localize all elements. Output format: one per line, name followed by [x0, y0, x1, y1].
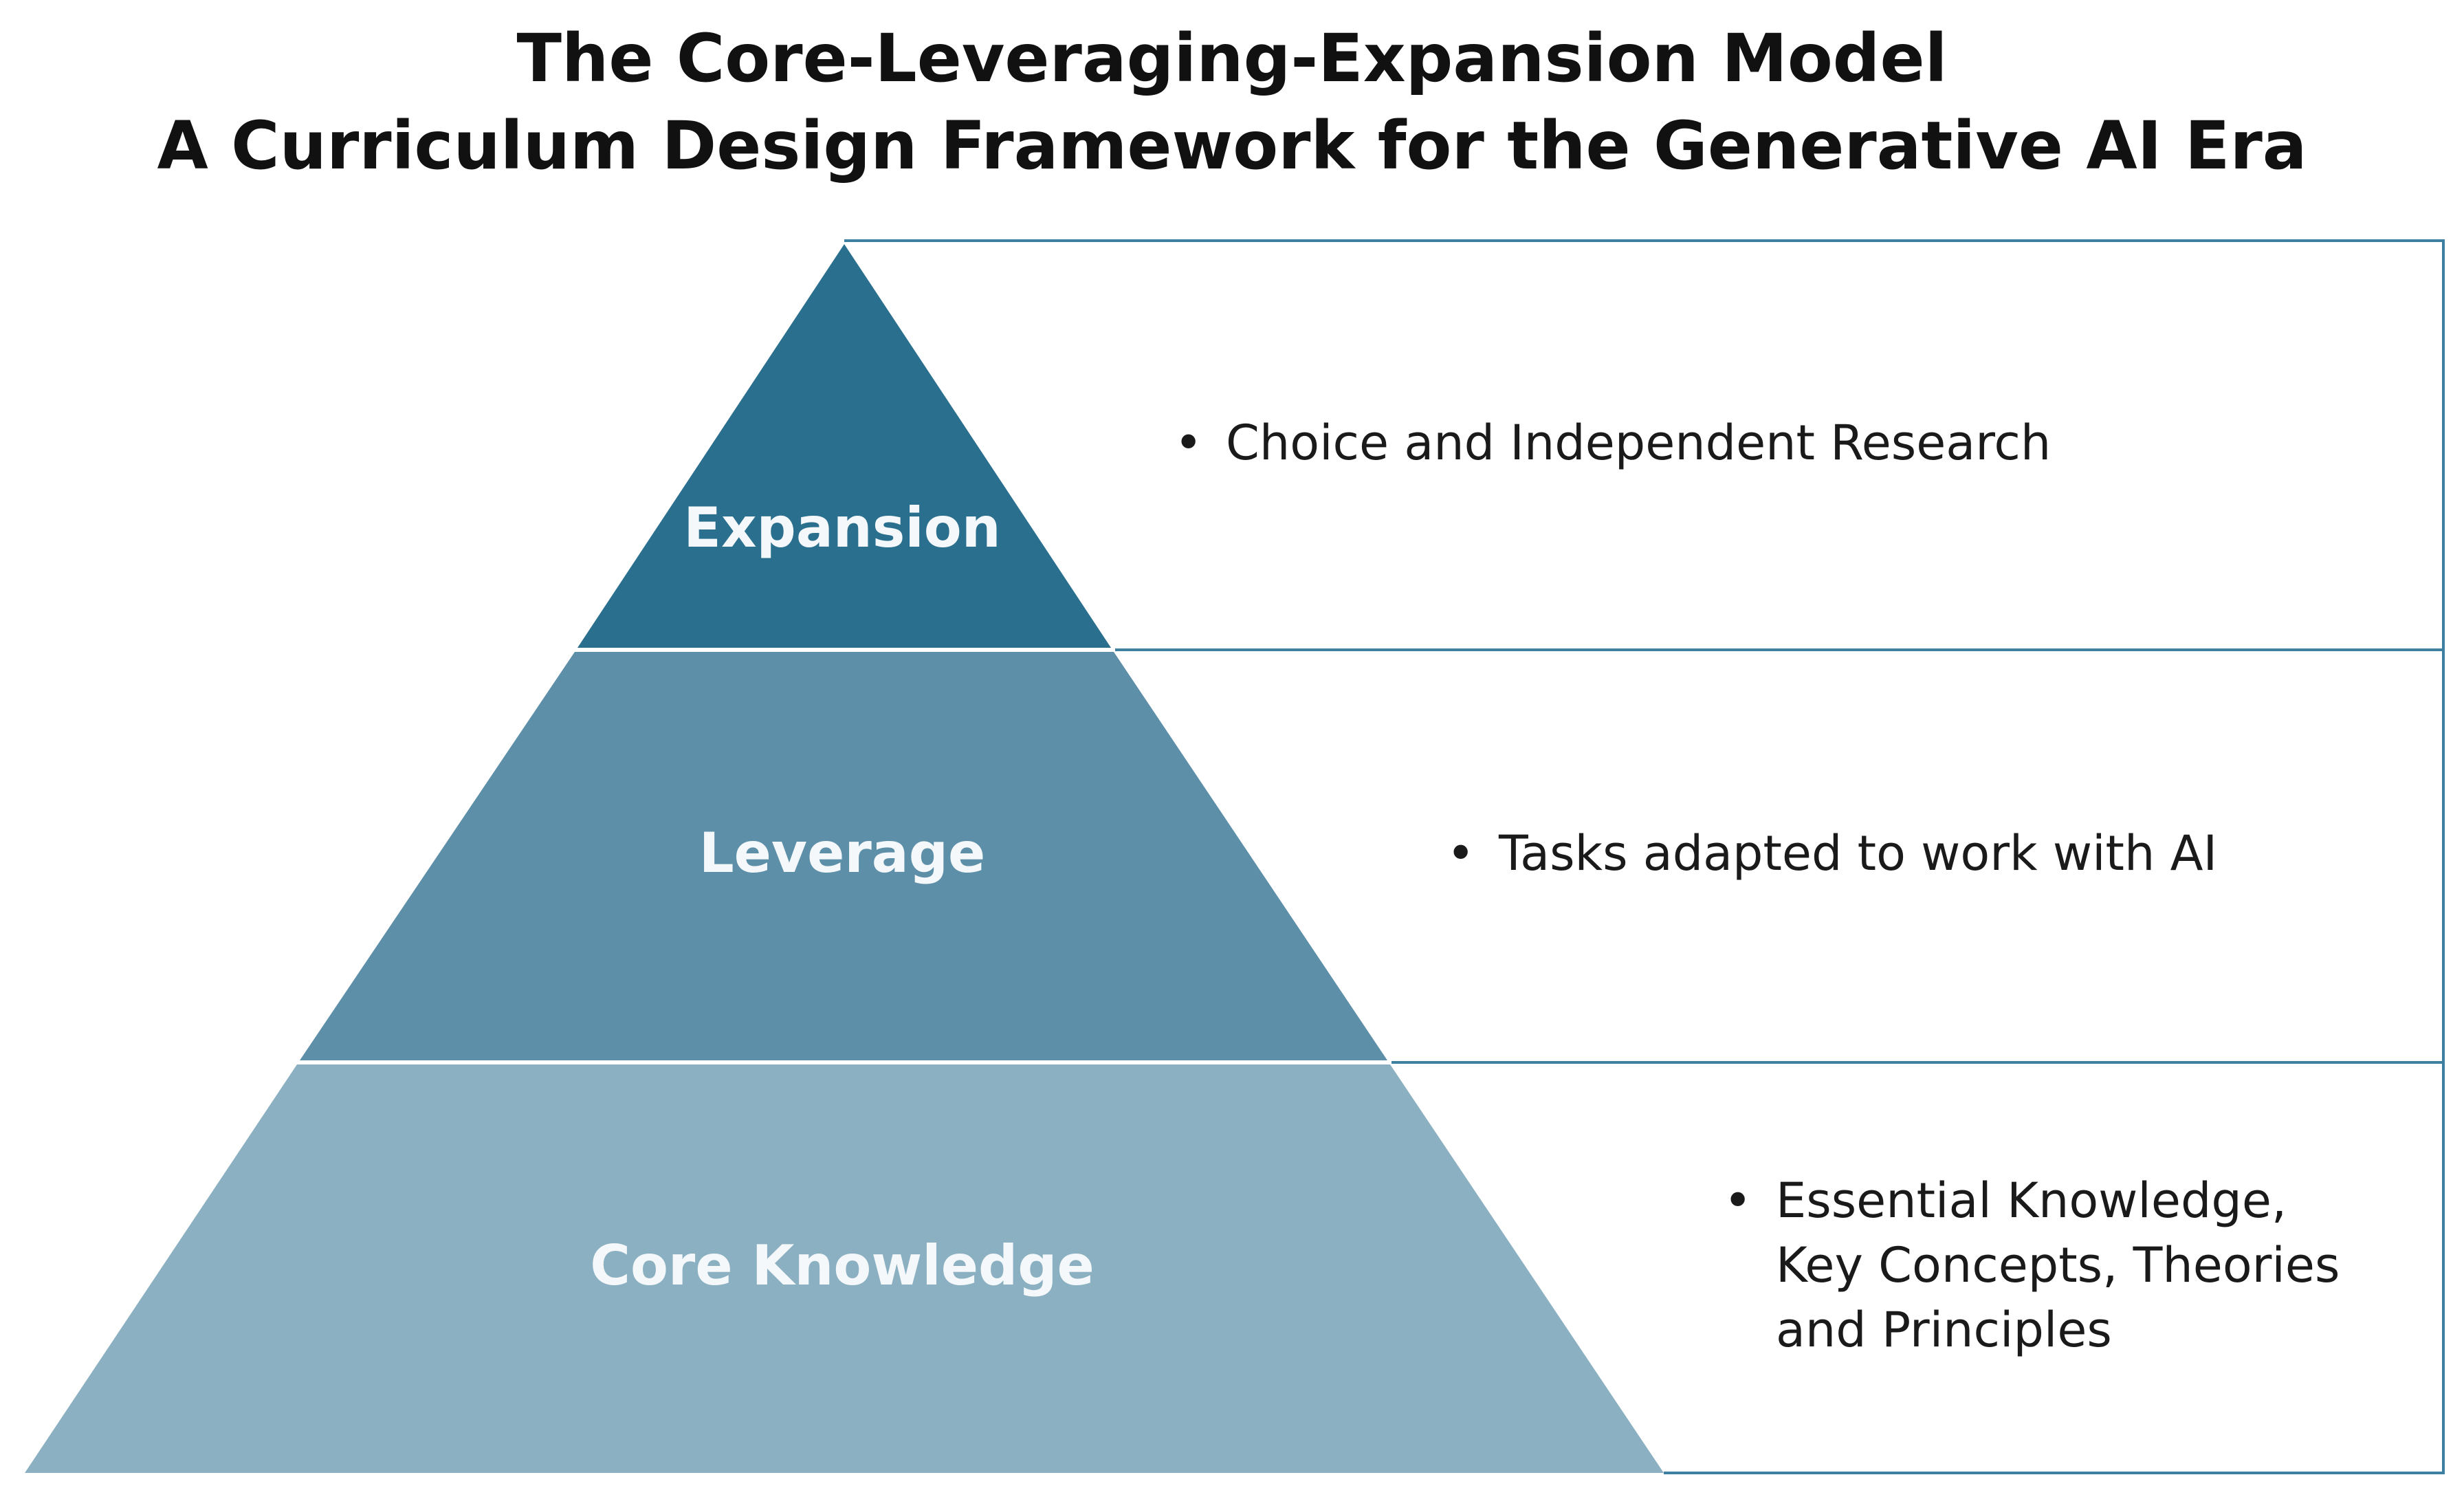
- expansion-tier: [576, 244, 1112, 650]
- title-line-1: The Core-Leveraging-Expansion Model: [516, 20, 1947, 97]
- expansion-bullet: •: [1174, 415, 1202, 471]
- leverage-description-line-1: Tasks adapted to work with AI: [1498, 825, 2217, 882]
- leverage-label: Leverage: [699, 821, 986, 885]
- core-knowledge-bullet: •: [1724, 1172, 1752, 1229]
- leverage-description: • Tasks adapted to work with AI: [1446, 825, 2217, 882]
- expansion-description-line-1: Choice and Independent Research: [1226, 415, 2051, 471]
- tier-labels: Expansion Leverage Core Knowledge: [590, 496, 1094, 1298]
- description-boxes: [844, 239, 2445, 1474]
- core-knowledge-tier: [25, 1062, 1664, 1473]
- diagram-title: The Core-Leveraging-Expansion Model A Cu…: [157, 20, 2307, 184]
- core-knowledge-box-outline: [1389, 1061, 2445, 1474]
- core-knowledge-description-line-3: and Principles: [1776, 1302, 2112, 1358]
- core-knowledge-description: • Essential Knowledge, Key Concepts, The…: [1724, 1172, 2340, 1358]
- pyramid: [25, 244, 1664, 1473]
- core-knowledge-description-line-1: Essential Knowledge,: [1776, 1172, 2287, 1229]
- core-knowledge-description-line-2: Key Concepts, Theories: [1776, 1237, 2340, 1293]
- title-line-2: A Curriculum Design Framework for the Ge…: [157, 107, 2307, 184]
- core-knowledge-label: Core Knowledge: [590, 1234, 1094, 1298]
- leverage-bullet: •: [1446, 825, 1475, 882]
- expansion-label: Expansion: [683, 496, 1000, 560]
- leverage-tier: [298, 650, 1389, 1062]
- expansion-description: • Choice and Independent Research: [1174, 415, 2051, 471]
